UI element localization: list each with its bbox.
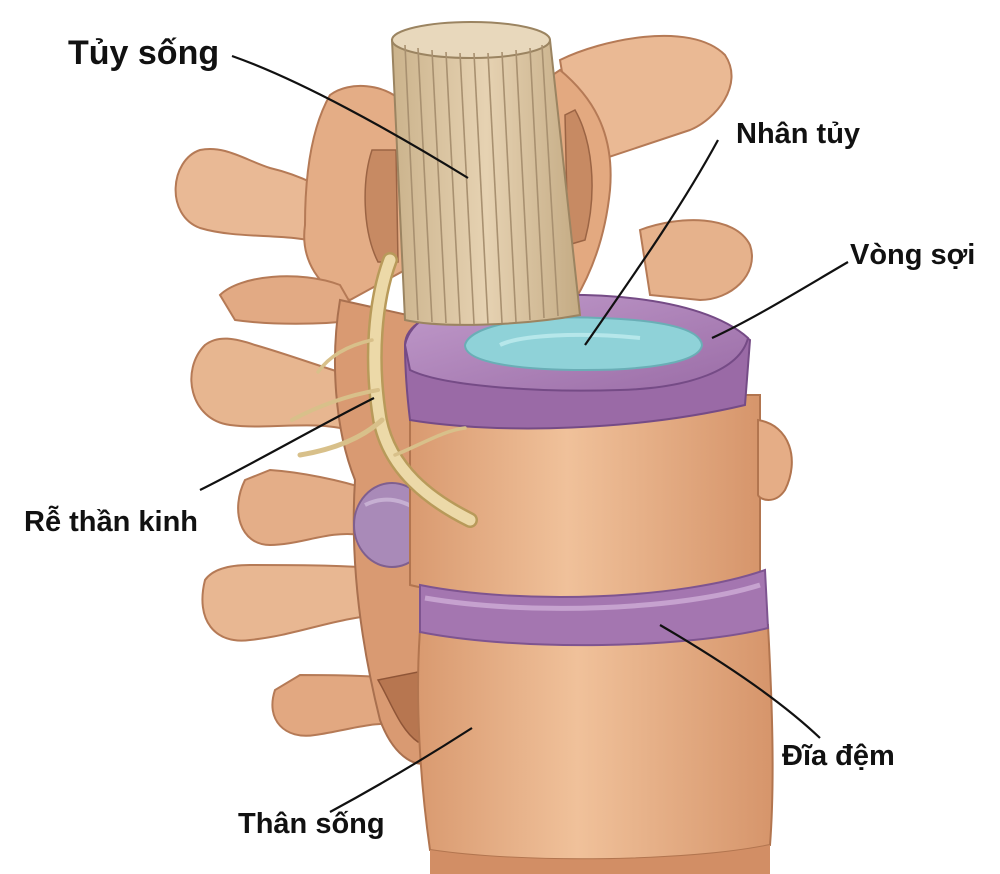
- leader-line-disc: [659, 624, 821, 739]
- nerve-root-shape: [290, 252, 478, 528]
- intervertebral-disc-lower: [419, 568, 770, 647]
- nucleus-pulposus-shape: [463, 316, 704, 372]
- leader-line-spinal-cord: [231, 54, 469, 179]
- leader-line-annulus: [711, 261, 849, 339]
- transverse-process-lower-left: [201, 468, 412, 737]
- spinous-process-upper: [303, 84, 407, 302]
- label-intervertebral-disc: Đĩa đệm: [782, 740, 895, 772]
- leader-line-nucleus: [584, 139, 719, 346]
- leader-line-nerve-root: [199, 397, 375, 491]
- vertebral-body-lower: [417, 623, 774, 874]
- label-nerve-root: Rễ thần kinh: [24, 506, 199, 538]
- label-spinal-cord: Tủy sống: [68, 34, 220, 72]
- label-annulus-fibrosus: Vòng sợi: [850, 239, 976, 271]
- label-vertebral-body: Thân sống: [238, 808, 385, 840]
- leader-line-vertebral-body: [329, 727, 473, 813]
- label-nucleus-pulposus: Nhân tủy: [736, 118, 861, 150]
- vertebral-body-upper: [409, 394, 793, 599]
- spinal-cord-shape: [390, 21, 582, 326]
